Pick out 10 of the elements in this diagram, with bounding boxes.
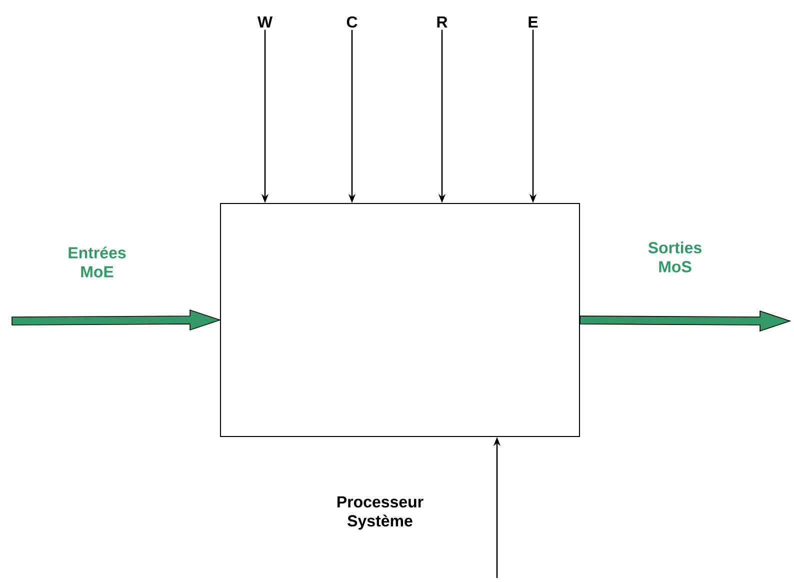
arrow	[12, 309, 222, 331]
arrow	[580, 310, 792, 332]
process-box	[220, 203, 580, 437]
edge-label: Entrées MoE	[68, 246, 126, 278]
edge-label: Sorties MoS	[648, 242, 702, 272]
port-letter: E	[528, 16, 538, 28]
port-letter: C	[346, 16, 358, 28]
port-letter: R	[437, 16, 448, 28]
edge-label: Processeur Système	[338, 496, 424, 530]
port-letter: W	[257, 16, 273, 28]
